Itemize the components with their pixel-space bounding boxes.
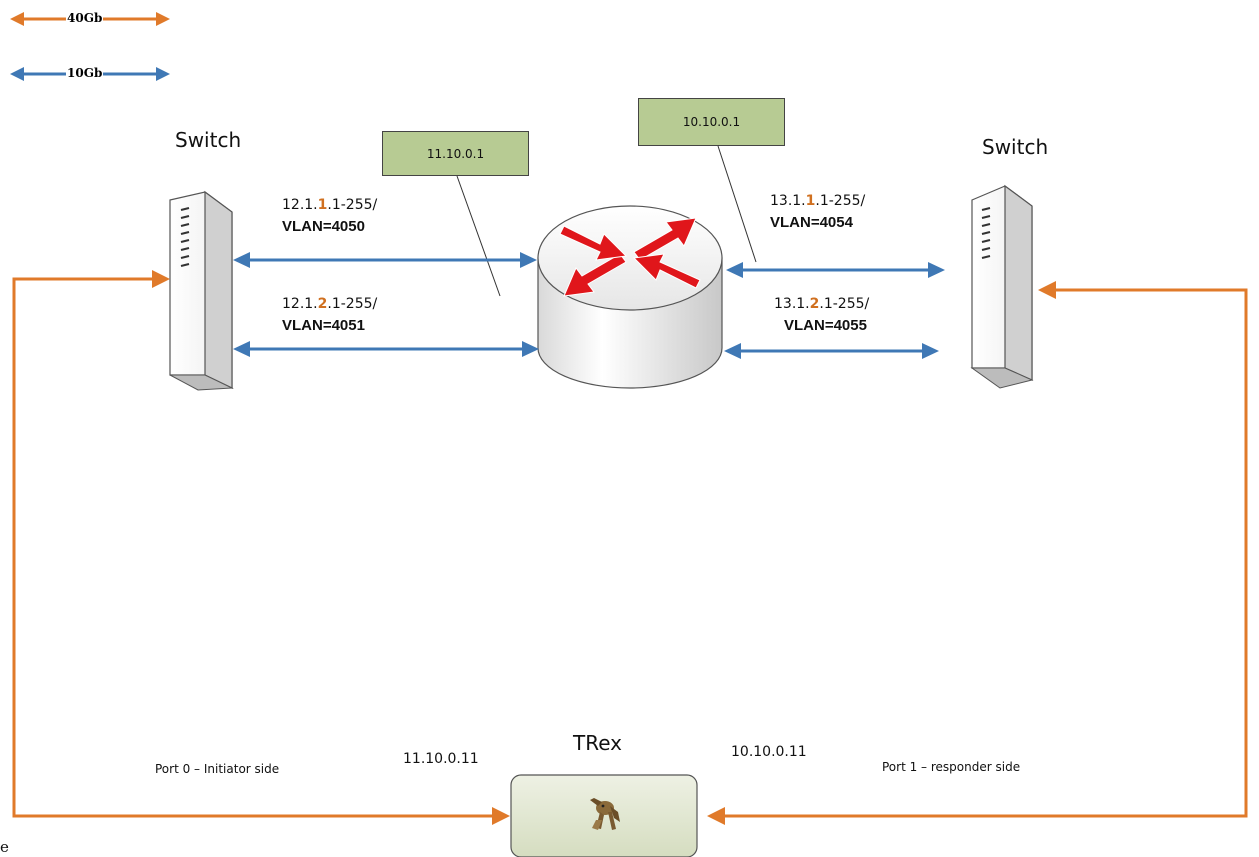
link-trex-port1 [707,281,1248,825]
switch-left-icon [169,190,234,391]
trex-label: TRex [573,731,623,755]
trex-box [510,774,698,857]
vlan-right-top: VLAN=4054 [770,214,853,231]
vlan-left-top: VLAN=4050 [282,218,365,235]
subnet-right-top: 13.1.1.1-255/ VLAN=4054 [770,190,865,234]
router-left-ip: 11.10.0.1 [426,146,485,161]
link-right-bottom [724,343,939,359]
stray-text: e [0,838,9,856]
vlan-left-bottom: VLAN=4051 [282,317,365,334]
router-left-ip-callout: 11.10.0.1 [382,131,529,176]
legend-40gb-label: 40Gb [66,11,104,25]
router-right-ip-callout: 10.10.0.1 [638,98,785,146]
port1-label: Port 1 – responder side [882,760,1021,774]
switch-right-icon [970,184,1034,389]
callout-line-right [717,145,757,263]
switch-right-label: Switch [982,135,1049,159]
trex-left-ip: 11.10.0.11 [403,751,479,767]
router-icon [537,205,723,389]
callout-line-left [456,175,501,297]
vlan-right-bottom: VLAN=4055 [784,317,867,334]
legend-10gb-label: 10Gb [66,66,104,80]
router-right-ip: 10.10.0.1 [682,115,741,129]
port0-label: Port 0 – Initiator side [155,762,280,776]
subnet-left-top: 12.1.1.1-255/ VLAN=4050 [282,194,377,238]
subnet-left-bottom: 12.1.2.1-255/ VLAN=4051 [282,293,377,337]
link-left-bottom [233,341,539,357]
link-left-top [233,252,537,268]
link-right-top [726,262,945,278]
subnet-right-bottom: 13.1.2.1-255/ VLAN=4055 [774,293,869,337]
trex-dinosaur-icon [590,798,620,830]
switch-left-label: Switch [175,128,242,152]
link-trex-port0 [12,270,510,825]
trex-right-ip: 10.10.0.11 [731,744,807,760]
